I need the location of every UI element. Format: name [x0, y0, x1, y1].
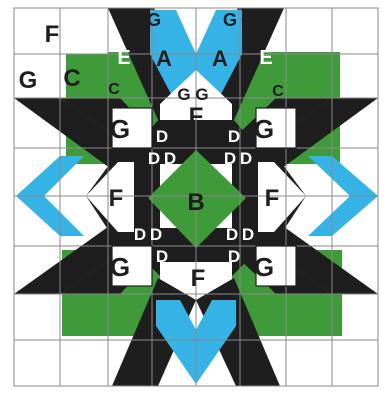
- label-c-small-right: C: [272, 83, 284, 100]
- label-e-left: E: [117, 47, 130, 69]
- label-f-bottom: F: [191, 265, 206, 292]
- label-d-br-1: D: [226, 225, 238, 244]
- label-f-corner: F: [45, 21, 60, 48]
- label-g-square-bl: G: [110, 252, 130, 282]
- label-d-bl-3: D: [156, 247, 168, 266]
- label-f-top: F: [189, 103, 204, 130]
- white-box-f-corner: [14, 8, 108, 54]
- label-d-bl-1: D: [134, 225, 146, 244]
- label-d-br-3: D: [228, 247, 240, 266]
- label-g-top-2: G: [147, 10, 161, 30]
- label-g-mid-1: G: [177, 85, 190, 104]
- label-g-top-1: G: [129, 10, 143, 30]
- label-g-square-tl: G: [110, 114, 130, 144]
- label-d-bl-2: D: [150, 225, 162, 244]
- label-d-tl-3: D: [164, 149, 176, 168]
- label-g-square-tr: G: [254, 114, 274, 144]
- label-d-tr-1: D: [228, 127, 240, 146]
- label-d-tr-3: D: [240, 149, 252, 168]
- label-d-br-2: D: [242, 225, 254, 244]
- label-g-corner: G: [19, 67, 38, 94]
- label-f-right: F: [265, 185, 280, 212]
- label-g-top-3: G: [223, 10, 237, 30]
- label-b-center: B: [187, 189, 204, 216]
- label-f-left: F: [109, 185, 124, 212]
- label-a-right: A: [212, 46, 228, 71]
- label-g-square-br: G: [254, 252, 274, 282]
- label-d-tr-2: D: [224, 149, 236, 168]
- label-c-large: C: [63, 65, 80, 92]
- label-d-tl-2: D: [148, 149, 160, 168]
- label-a-left: A: [156, 46, 172, 71]
- label-e-right: E: [259, 47, 272, 69]
- label-g-mid-2: G: [195, 85, 208, 104]
- label-d-tl-1: D: [156, 127, 168, 146]
- label-c-small-left: C: [108, 81, 120, 98]
- label-g-top-4: G: [241, 10, 255, 30]
